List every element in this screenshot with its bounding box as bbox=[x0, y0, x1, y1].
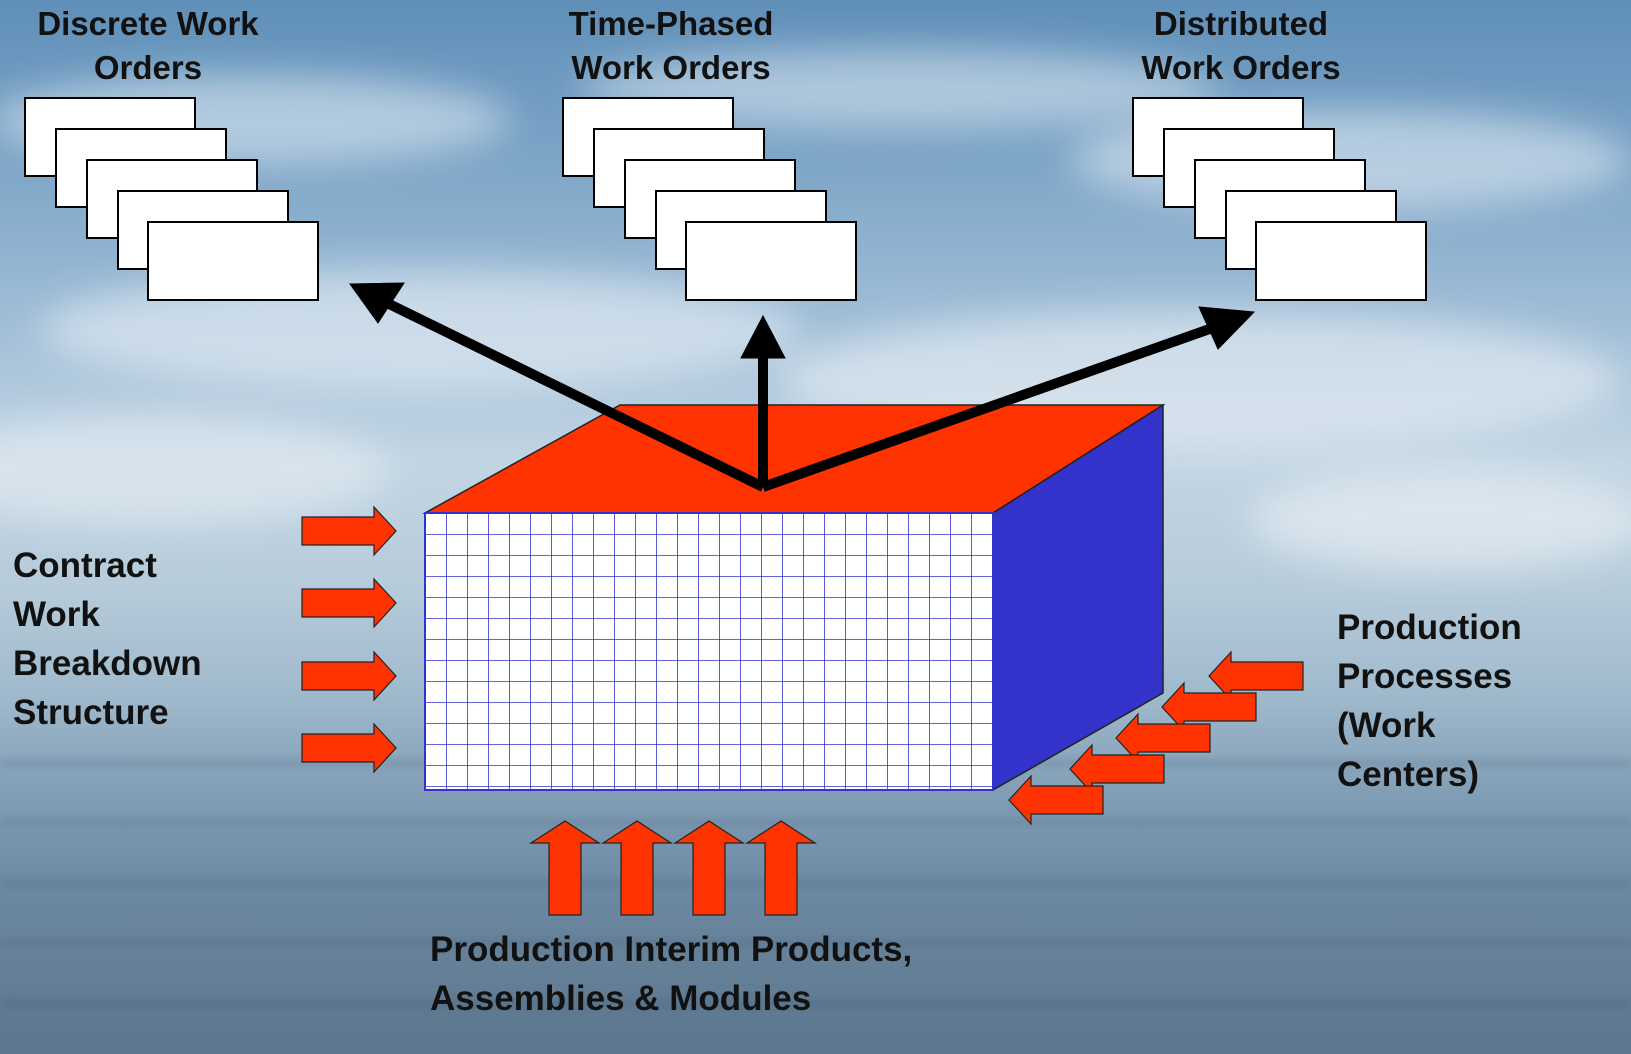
contract-wbs-label: Contract Work Breakdown Structure bbox=[13, 546, 202, 732]
discrete-work-orders-stack bbox=[24, 97, 319, 301]
distributed-work-orders-label: Distributed Work Orders bbox=[1141, 5, 1341, 86]
production-processes-label: Production Processes (Work Centers) bbox=[1337, 608, 1522, 794]
arrow-to-distributed bbox=[761, 321, 1220, 492]
box-front-grid bbox=[424, 512, 994, 791]
up-arrow bbox=[530, 820, 600, 916]
output-arrows bbox=[349, 282, 1256, 492]
time-phased-work-orders-stack bbox=[562, 97, 857, 301]
arrow-to-discrete bbox=[382, 297, 766, 492]
discrete-work-orders-label: Discrete Work Orders bbox=[37, 5, 259, 86]
right-arrow bbox=[301, 506, 397, 556]
up-arrow bbox=[602, 820, 672, 916]
time-phased-work-orders-label: Time-Phased Work Orders bbox=[568, 5, 774, 86]
arrowhead-distributed bbox=[1198, 306, 1256, 350]
work-order-card bbox=[1255, 221, 1427, 301]
right-arrow bbox=[301, 651, 397, 701]
right-arrow bbox=[301, 578, 397, 628]
wbs-input-arrows bbox=[301, 506, 397, 773]
matrix-box bbox=[422, 403, 1166, 792]
work-order-card bbox=[147, 221, 319, 301]
interim-product-input-arrows bbox=[530, 820, 816, 916]
work-order-card bbox=[685, 221, 857, 301]
up-arrow bbox=[674, 820, 744, 916]
distributed-work-orders-stack bbox=[1132, 97, 1427, 301]
up-arrow bbox=[746, 820, 816, 916]
right-arrow bbox=[301, 723, 397, 773]
arrowhead-discrete bbox=[349, 282, 405, 324]
interim-products-label: Production Interim Products, Assemblies … bbox=[430, 930, 913, 1018]
arrowhead-time-phased bbox=[740, 314, 786, 359]
